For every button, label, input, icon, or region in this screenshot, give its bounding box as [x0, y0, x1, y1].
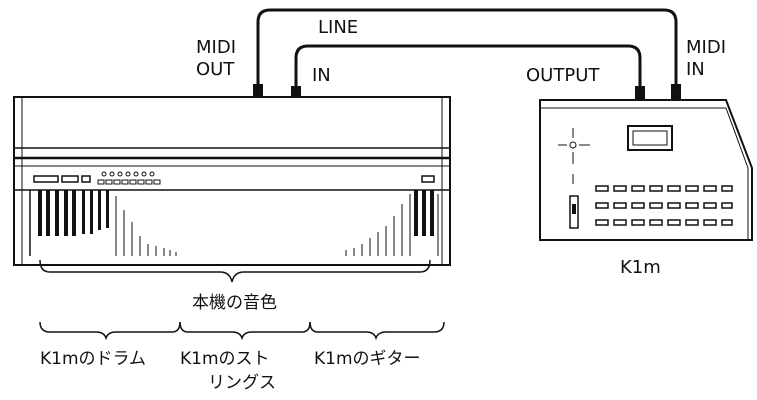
keyboard-instrument — [13, 96, 451, 266]
midi-out-jack — [253, 84, 263, 100]
midi-out-label-line1: MIDI — [196, 37, 237, 58]
drum-sound-label: K1mのドラム — [40, 349, 147, 369]
midi-in-label-line2: IN — [686, 59, 705, 80]
k1m-module — [539, 99, 753, 241]
midi-in-label-line1: MIDI — [686, 37, 727, 58]
strings-sound-label-line2: リングス — [208, 373, 276, 393]
midi-cable — [256, 8, 678, 100]
line-in-jack — [291, 86, 301, 100]
main-range-brace — [39, 259, 431, 283]
guitar-sound-label: K1mのギター — [314, 349, 421, 369]
line-cable — [294, 44, 642, 100]
in-label: IN — [312, 65, 331, 86]
output-jack — [635, 86, 645, 100]
midi-out-label-line2: OUT — [196, 59, 235, 80]
output-label: OUTPUT — [526, 65, 600, 86]
piano-keys — [29, 190, 439, 256]
part-range-braces — [39, 321, 445, 341]
strings-sound-label-line1: K1mのスト — [180, 349, 270, 369]
midi-in-jack — [671, 84, 681, 100]
k1m-label: K1m — [620, 257, 661, 278]
main-sound-label: 本機の音色 — [192, 293, 277, 313]
line-label: LINE — [318, 17, 359, 38]
